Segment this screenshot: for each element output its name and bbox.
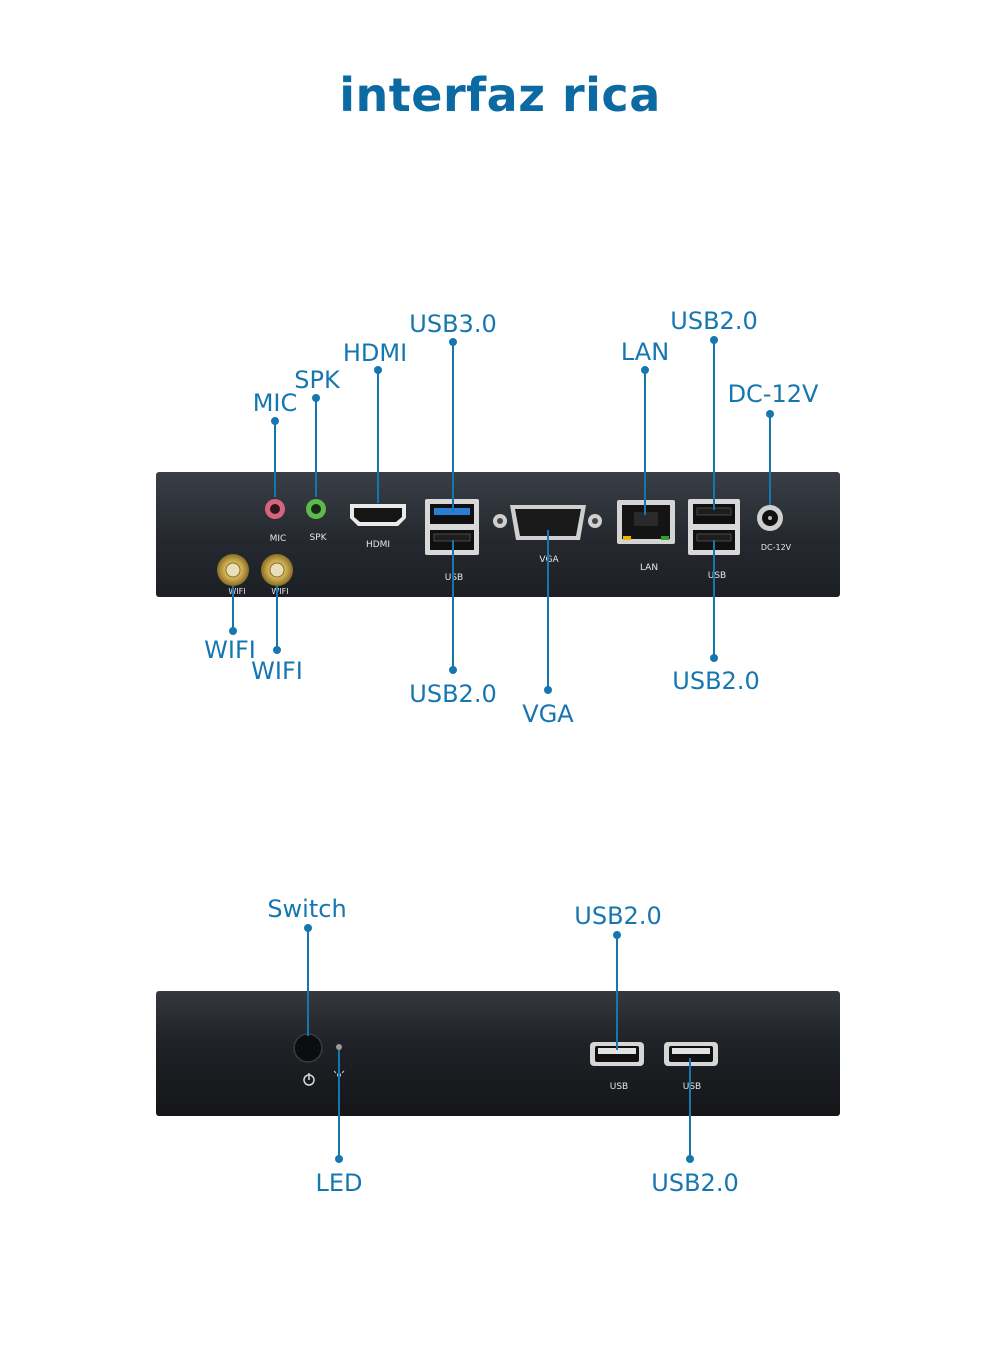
front-usb-left: USB [590, 1042, 644, 1092]
spk-port-label: SPK [309, 533, 327, 543]
dc-jack-label: DC-12V [761, 543, 792, 552]
callout-front-usb20-bottom: USB2.0 [651, 1169, 739, 1197]
wifi-connector-1: WIFI [217, 554, 249, 596]
wifi-connector-2: WIFI [261, 554, 293, 596]
callout-switch: Switch [267, 895, 347, 923]
hdmi-port-label: HDMI [366, 540, 390, 550]
wifi2-label: WIFI [271, 587, 288, 596]
callout-usb20-bottom-right: USB2.0 [672, 667, 760, 695]
mic-port-label: MIC [270, 534, 287, 544]
dc-jack: DC-12V [757, 505, 792, 552]
usb-right-label: USB [708, 571, 726, 581]
callout-usb20-top: USB2.0 [670, 307, 758, 335]
callout-hdmi: HDMI [342, 339, 408, 367]
front-device-body [156, 991, 840, 1116]
vga-port: VGA [493, 505, 602, 565]
callout-vga: VGA [522, 700, 574, 728]
wifi1-label: WIFI [228, 587, 245, 596]
callout-led: LED [315, 1169, 363, 1197]
lan-port-label: LAN [640, 563, 658, 573]
callout-mic: MIC [252, 389, 298, 417]
callout-wifi-1: WIFI [204, 636, 256, 664]
spk-port: SPK [306, 499, 328, 543]
front-usb-right: USB [664, 1042, 718, 1092]
callout-front-usb20-top: USB2.0 [574, 902, 662, 930]
callout-usb20-bottom-left: USB2.0 [409, 680, 497, 708]
hdmi-port: HDMI [350, 504, 406, 550]
page-title: interfaz rica [339, 68, 661, 122]
front-usb-right-label: USB [683, 1082, 701, 1092]
lan-port: LAN [617, 500, 675, 573]
vga-port-label: VGA [539, 555, 559, 565]
rear-callout-lines [229, 336, 774, 694]
front-usb-left-label: USB [610, 1082, 628, 1092]
callout-spk: SPK [294, 366, 340, 394]
callout-dc12v: DC-12V [727, 380, 819, 408]
callout-usb30: USB3.0 [409, 310, 497, 338]
callout-lan: LAN [620, 338, 670, 366]
callout-wifi-2: WIFI [251, 657, 303, 685]
mic-port: MIC [265, 499, 286, 544]
front-callout-lines [304, 924, 694, 1163]
